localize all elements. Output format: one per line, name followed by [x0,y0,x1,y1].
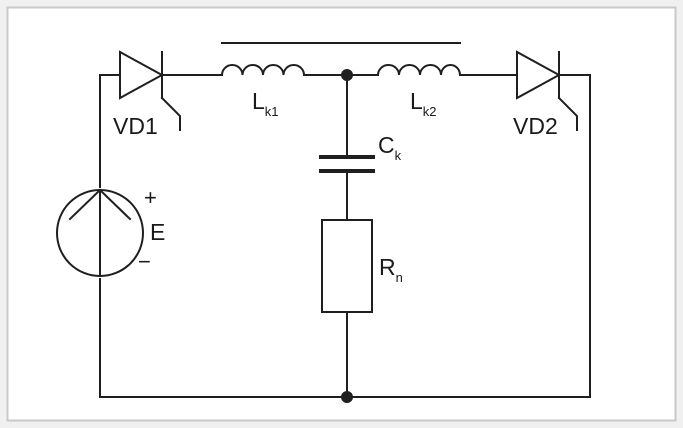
label-rn-main: R [379,254,396,280]
resistor-rn-symbol [321,219,373,313]
inductor-lk1-symbol [220,64,306,77]
label-lk2-sub: k2 [423,104,437,119]
voltage-source-e-symbol [56,188,144,277]
label-lk2: Lk2 [410,88,437,119]
label-ck-main: C [378,132,395,158]
vd1-gate [160,96,181,131]
source-plus-sign: + [144,185,157,210]
source-arrow-icon [68,188,132,221]
diagram-frame [6,6,677,422]
thyristor-vd1-symbol [119,50,181,131]
label-rn: Rn [379,254,403,285]
junction-bottom [341,391,353,403]
junction-top [341,69,353,81]
label-ck-sub: k [395,148,402,163]
inductor-lk2-symbol [376,64,462,77]
label-ck: Ck [378,132,402,163]
label-lk2-main: L [410,88,423,114]
label-vd2: VD2 [513,113,558,139]
capacitor-ck-symbol [319,155,375,173]
label-e: E [150,219,165,245]
label-rn-sub: n [396,270,403,285]
label-lk1: Lk1 [252,88,279,119]
thyristor-vd2-symbol [516,50,578,131]
label-vd1: VD1 [113,113,158,139]
vd2-gate [557,96,578,131]
vd1-triangle [119,50,165,100]
label-lk1-main: L [252,88,265,114]
label-lk1-sub: k1 [265,104,279,119]
vd2-triangle [516,50,562,100]
source-minus-sign: − [138,249,151,274]
